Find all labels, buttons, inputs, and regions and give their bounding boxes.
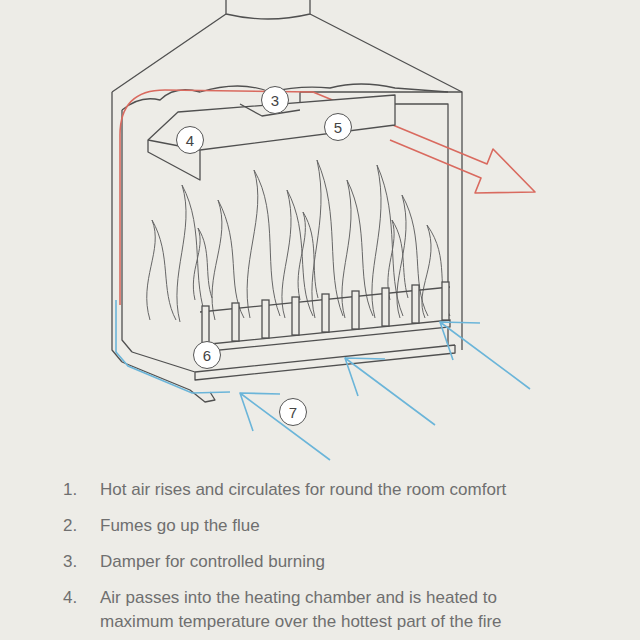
callout-circle: 3: [261, 86, 289, 114]
list-text: Air passes into the heating chamber and …: [100, 586, 570, 634]
list-text: Hot air rises and circulates for round t…: [100, 478, 630, 502]
callout-number: 7: [289, 405, 297, 420]
callout-circle: 5: [324, 113, 352, 141]
list-text: Fumes go up the flue: [100, 514, 630, 538]
base-tray: [132, 345, 455, 380]
hood: [112, 14, 462, 92]
callout-number: 5: [334, 120, 342, 135]
hot-air-arrow: [120, 90, 535, 305]
list-number: 1.: [63, 478, 97, 502]
cold-air-line: [116, 300, 230, 393]
callout-circle: 6: [193, 341, 221, 369]
flue-collar: [226, 0, 310, 19]
inner-wall: [122, 110, 132, 352]
list-number: 4.: [63, 586, 97, 610]
grate: [200, 282, 450, 352]
callout-circle: 4: [176, 126, 204, 154]
list-number: 2.: [63, 514, 97, 538]
list-text: Damper for controlled burning: [100, 550, 630, 574]
cold-air-arrows: [240, 322, 530, 460]
callout-number: 4: [186, 133, 194, 148]
callout-number: 3: [271, 93, 279, 108]
callout-number: 6: [203, 348, 211, 363]
front-frame: [300, 92, 462, 350]
list-number: 3.: [63, 550, 97, 574]
callout-circle: 7: [279, 398, 307, 426]
